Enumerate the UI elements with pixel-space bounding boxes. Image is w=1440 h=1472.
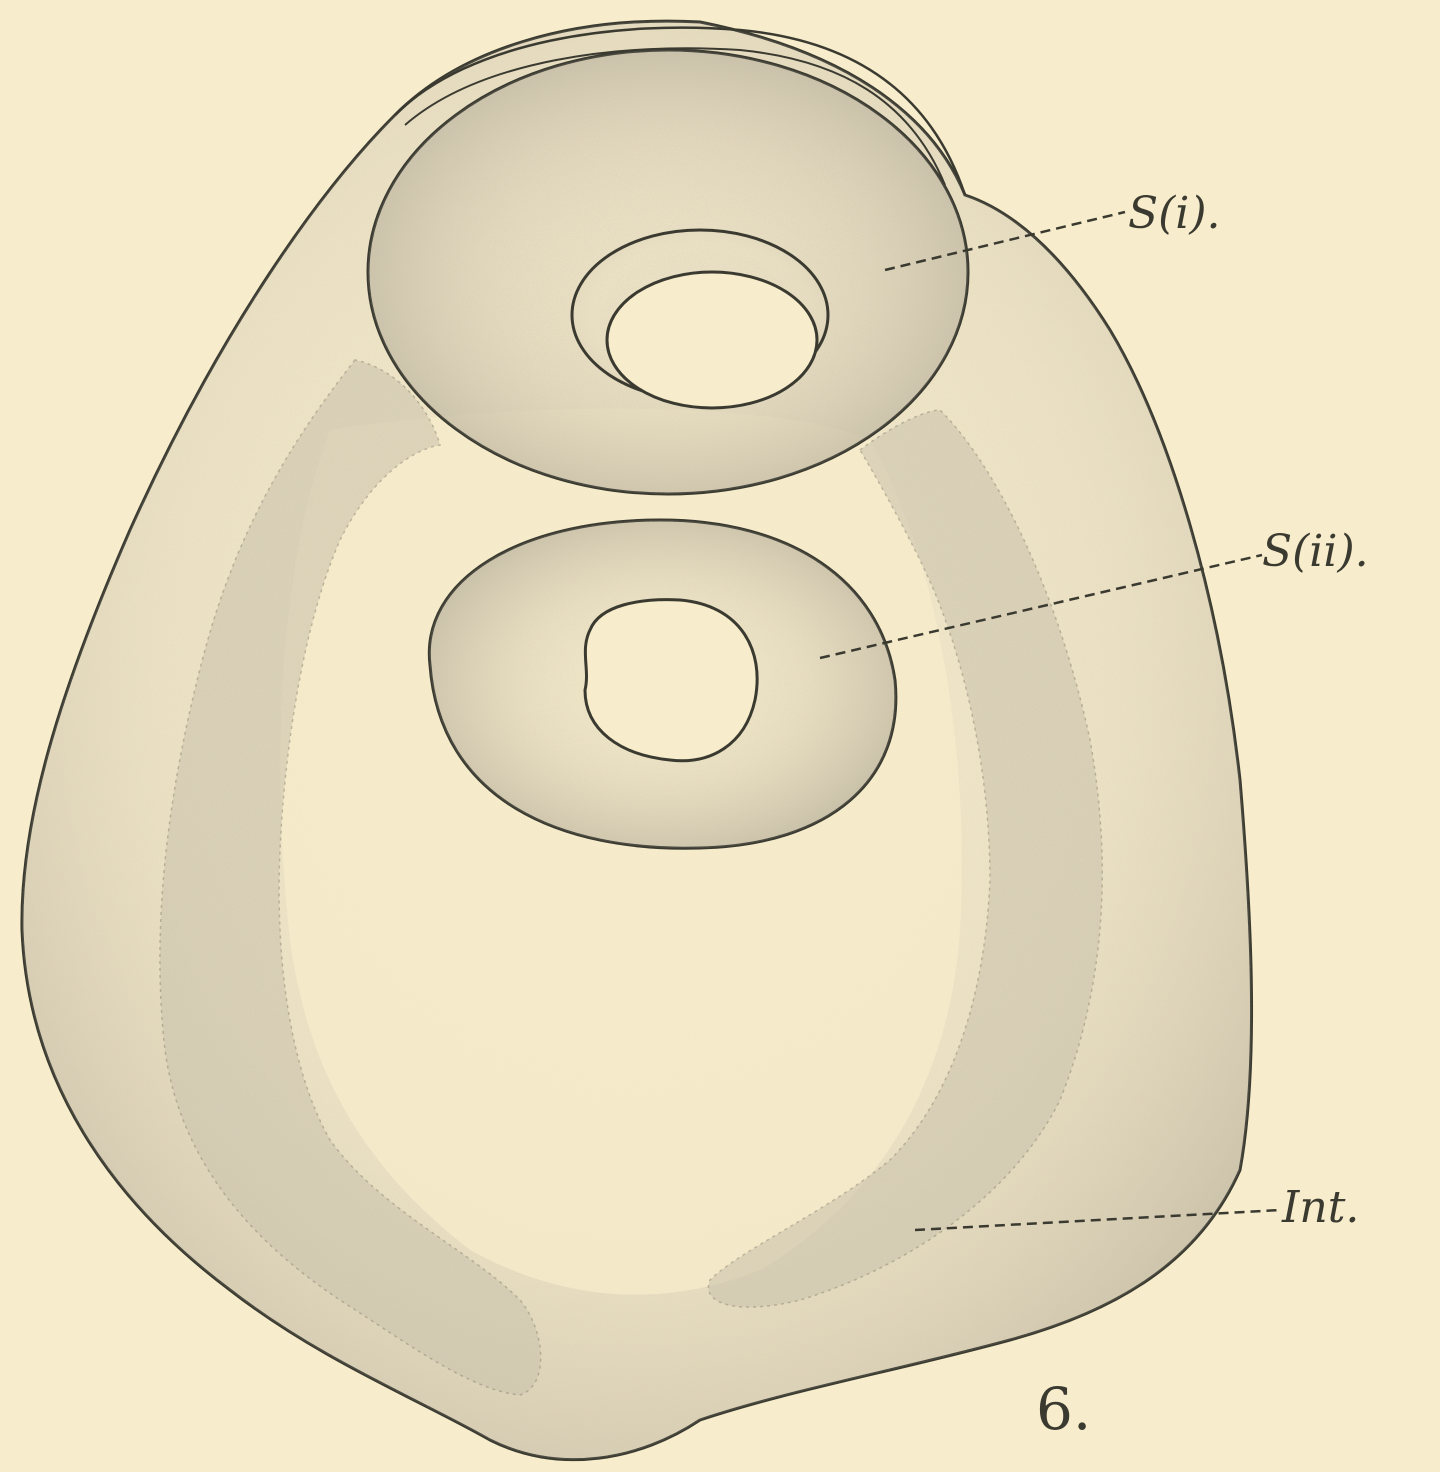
figure-number: 6. <box>1036 1380 1091 1438</box>
sucker-s-i-opening <box>607 272 817 408</box>
sucker-s-ii-opening <box>585 600 757 761</box>
label-s-ii: S(ii). <box>1262 530 1369 574</box>
label-int: Int. <box>1282 1186 1359 1230</box>
label-s-i: S(i). <box>1128 192 1221 236</box>
